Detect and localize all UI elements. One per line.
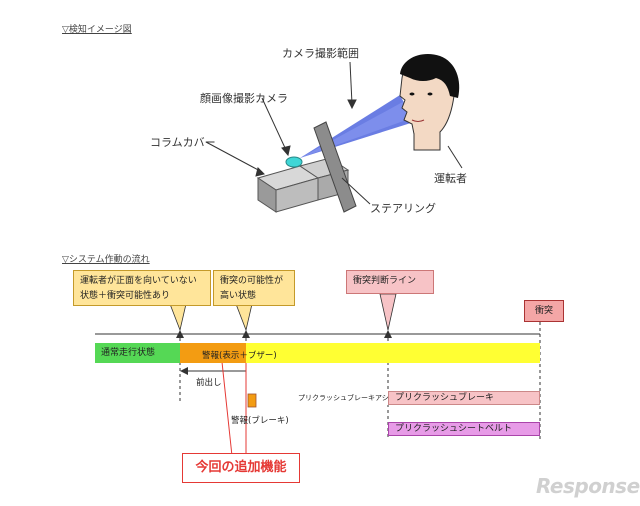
warning-brake-label: 警報(ブレーキ) [231,416,289,426]
driver-head-shape [399,54,460,151]
bar-warning-yellow [246,343,540,363]
callout-judgment-line: 衝突判断ライン [346,270,434,294]
bar-precrash-belt: プリクラッシュシートベルト [388,422,540,436]
face-camera-shape [285,156,303,168]
bar-normal: 通常走行状態 [95,343,180,363]
label-column-cover: コラムカバー [150,136,216,149]
forward-label: 前出し [196,378,222,388]
steering-wheel-shape [313,121,357,213]
bar-brake-assist-standby: プリクラッシュブレーキアシスト待機 [296,392,417,405]
label-driver: 運転者 [434,172,467,185]
label-camera-range: カメラ撮影範囲 [282,47,359,60]
brake-warning-marker [247,393,257,408]
detection-heading: ▽検知イメージ図 [62,25,132,35]
flow-heading: ▽システム作動の流れ [62,255,150,265]
new-function-box: 今回の追加機能 [182,453,300,483]
callout-high-possibility: 衝突の可能性が 高い状態 [213,270,295,306]
label-steering: ステアリング [370,202,436,215]
bar-warning-label: 警報(表示＋ブザー) [202,351,277,361]
bar-precrash-brake: プリクラッシュブレーキ [388,391,540,405]
label-face-camera: 顔画像撮影カメラ [200,92,288,105]
callout-not-facing: 運転者が正面を向いていない 状態＋衝突可能性あり [73,270,211,306]
watermark-logo: Response. [536,474,640,498]
callout-collision: 衝突 [524,300,564,322]
bar-warning-orange [180,343,246,363]
